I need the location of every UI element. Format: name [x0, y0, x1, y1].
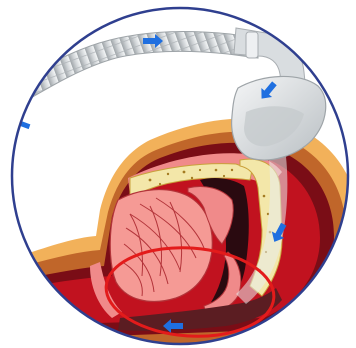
- hose-collar: [246, 32, 258, 58]
